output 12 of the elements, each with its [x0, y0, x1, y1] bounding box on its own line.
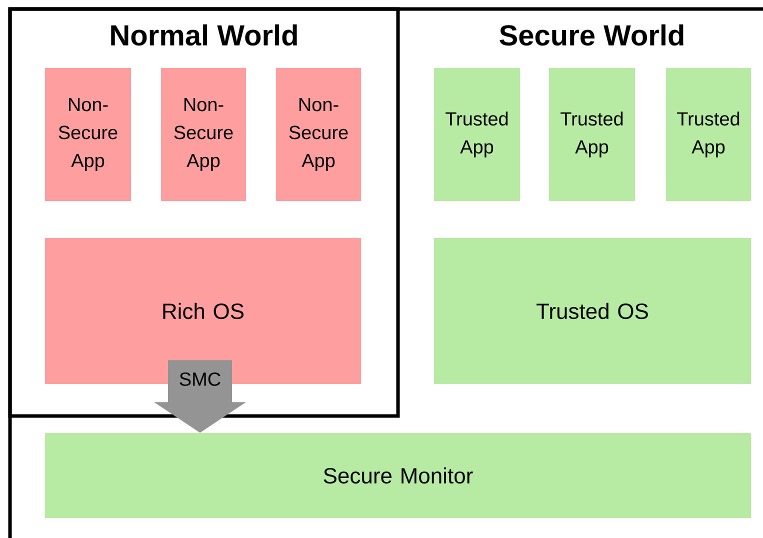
- region-frame: [8, 7, 763, 538]
- region-title: Secure World: [500, 24, 684, 46]
- app-box: Trusted App: [666, 68, 751, 201]
- region-title: Normal World: [111, 24, 297, 46]
- edge-label: SMC: [178, 371, 222, 387]
- app-box: Non-Secure App: [45, 68, 131, 201]
- app-box: Trusted App: [549, 68, 635, 201]
- os-box: Trusted OS: [434, 238, 751, 384]
- monitor-box: Secure Monitor: [45, 433, 751, 518]
- app-box: Trusted App: [434, 68, 520, 201]
- app-box: Non-Secure App: [161, 68, 246, 201]
- app-box: Non-Secure App: [276, 68, 361, 201]
